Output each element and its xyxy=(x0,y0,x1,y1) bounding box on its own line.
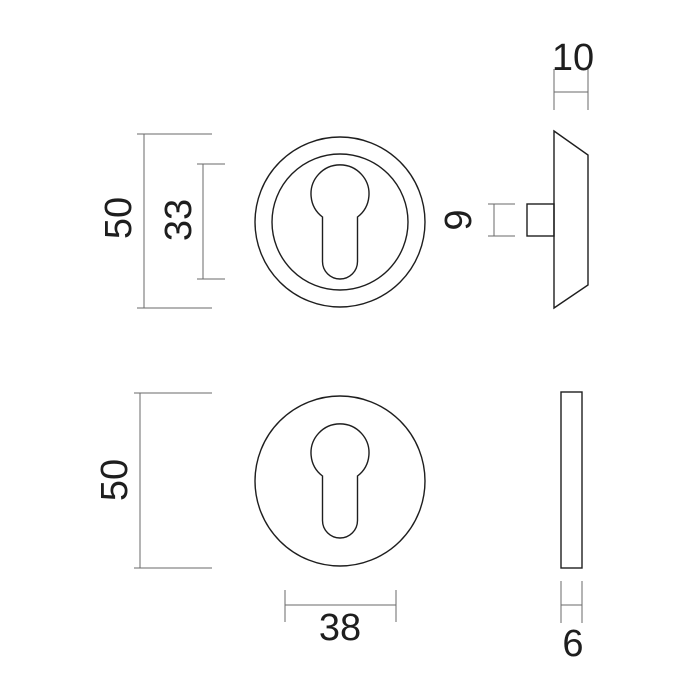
dimension-bottom-50: 50 xyxy=(94,392,212,569)
bottom-side-profile xyxy=(560,391,583,569)
dimension-label-50-bottom: 50 xyxy=(94,459,136,501)
dimension-10: 10 xyxy=(552,37,594,110)
dimension-label-9: 9 xyxy=(438,209,480,230)
dimension-33: 33 xyxy=(158,163,225,280)
inner-rosette-circle xyxy=(271,153,409,291)
dimension-38: 38 xyxy=(284,590,397,649)
dimension-label-33: 33 xyxy=(158,199,200,241)
dimension-label-50-top: 50 xyxy=(98,197,140,239)
cylinder-stub xyxy=(526,203,555,237)
bottom-front-view xyxy=(254,395,426,567)
rosette-profile xyxy=(553,129,589,310)
dimension-label-38: 38 xyxy=(319,607,361,649)
dimension-9: 9 xyxy=(438,203,515,237)
dimension-label-6: 6 xyxy=(562,623,583,665)
dimension-top-50: 50 xyxy=(98,133,212,309)
outer-rosette-circle xyxy=(254,136,426,308)
top-side-view xyxy=(526,129,589,310)
escutcheon-circle xyxy=(254,395,426,567)
top-front-view xyxy=(254,136,426,308)
dimension-label-10: 10 xyxy=(552,37,594,79)
dimension-6: 6 xyxy=(560,581,584,665)
keyhole-cutout xyxy=(310,164,370,280)
keyhole-cutout xyxy=(310,423,370,539)
